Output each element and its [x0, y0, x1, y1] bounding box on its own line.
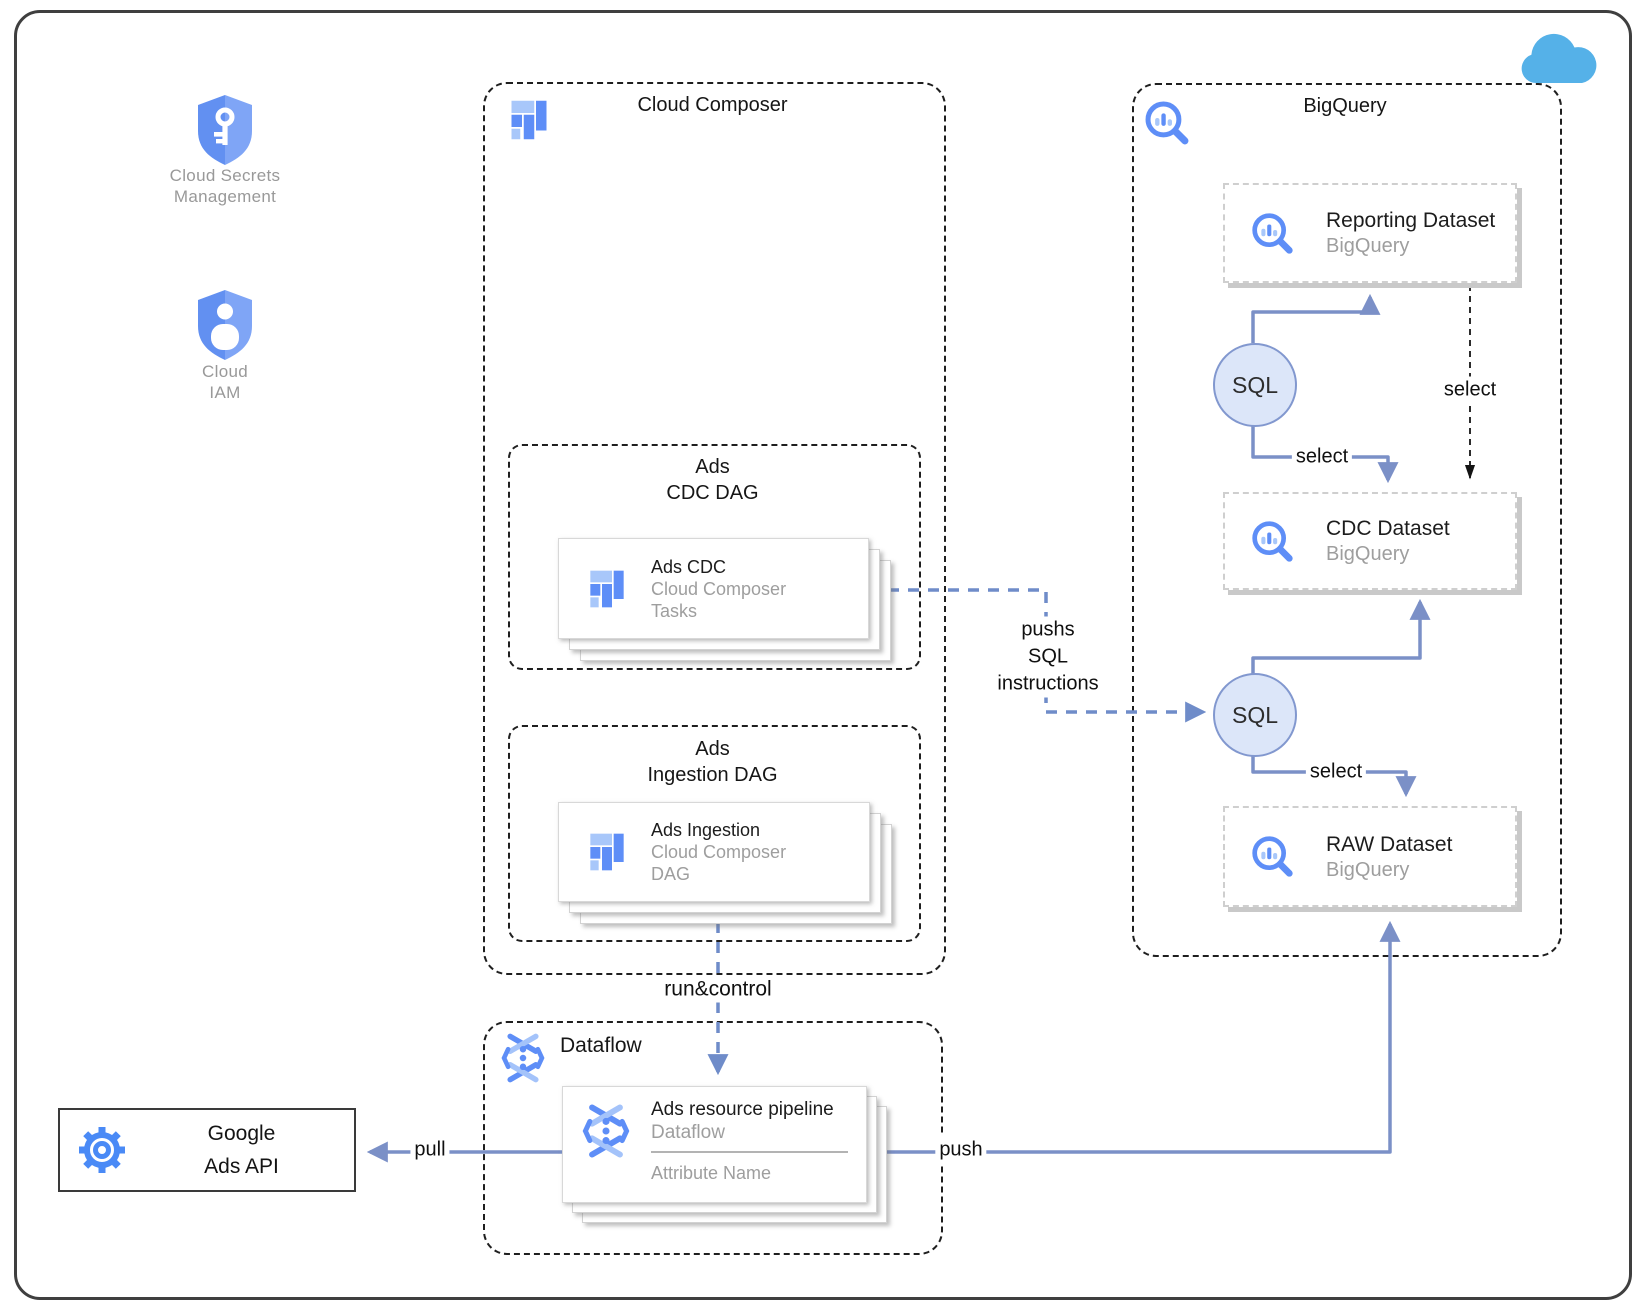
- ads-ingestion-dag-title: Ads Ingestion DAG: [647, 738, 778, 786]
- sql-node-top: SQL: [1213, 343, 1297, 427]
- bigquery-container: [1132, 83, 1562, 957]
- pipeline-card-title: Ads resource pipeline: [651, 1099, 834, 1120]
- ads-resource-pipeline-card: Ads resource pipeline Dataflow Attribute…: [562, 1086, 867, 1203]
- edge-label-pull: pull: [410, 1136, 450, 1164]
- ads-ingestion-dag-container: [508, 725, 921, 942]
- edge-label-push: push: [935, 1136, 987, 1164]
- ads-cdc-card-sub1: Cloud Composer: [651, 578, 787, 599]
- ads-cdc-card-title: Ads CDC: [651, 556, 727, 577]
- bigquery-title: BigQuery: [1303, 95, 1387, 117]
- cdc-dataset-sub: BigQuery: [1326, 543, 1410, 565]
- cdc-dataset-title: CDC Dataset: [1326, 517, 1450, 540]
- reporting-dataset-title: Reporting Dataset: [1326, 209, 1496, 232]
- cloud-composer-icon: [511, 100, 547, 140]
- google-ads-api-box: Google Ads API: [58, 1108, 356, 1192]
- raw-dataset-title: RAW Dataset: [1326, 832, 1453, 856]
- cloud-composer-icon: [590, 570, 624, 607]
- ads-ingestion-card: Ads Ingestion Cloud Composer DAG: [558, 802, 870, 902]
- ads-cdc-card: Ads CDC Cloud Composer Tasks: [558, 538, 869, 639]
- ads-cdc-dag-title: Ads CDC DAG: [666, 456, 759, 504]
- cloud-icon: [1521, 33, 1597, 83]
- cloud-composer-icon: [590, 833, 624, 871]
- pipeline-card-attribute: Attribute Name: [651, 1163, 772, 1183]
- cloud-secrets-label: Cloud Secrets Management: [169, 166, 281, 206]
- edge-label-run-control: run&control: [660, 975, 776, 1003]
- cloud-secrets-icon: [198, 95, 252, 165]
- cdc-dataset-card: CDC Dataset BigQuery: [1223, 492, 1517, 590]
- edge-label-pushs-sql: pushs SQL instructions: [993, 616, 1103, 698]
- cloud-iam-label: Cloud IAM: [202, 362, 248, 402]
- dataflow-icon: [501, 1033, 545, 1083]
- reporting-dataset-sub: BigQuery: [1326, 235, 1410, 257]
- edge-sql-top-to-reporting: [1251, 293, 1381, 343]
- diagram-frame: [14, 10, 1632, 1300]
- edge-label-select-bottom: select: [1305, 758, 1367, 786]
- cloud-composer-container: [483, 82, 946, 975]
- bigquery-icon: [1252, 520, 1293, 562]
- cloud-iam-icon: [198, 290, 252, 360]
- ads-cdc-card-sub2: Tasks: [651, 600, 698, 621]
- raw-dataset-card: RAW Dataset BigQuery: [1223, 806, 1517, 907]
- reporting-dataset-card: Reporting Dataset BigQuery: [1223, 183, 1517, 283]
- gear-icon: [79, 1127, 125, 1173]
- bigquery-icon: [1252, 836, 1293, 877]
- google-ads-api-label: Google Ads API: [204, 1122, 279, 1178]
- bigquery-icon: [1145, 101, 1189, 145]
- ads-ingestion-card-sub1: Cloud Composer: [651, 842, 787, 862]
- ads-cdc-dag-container: [508, 444, 921, 670]
- raw-dataset-sub: BigQuery: [1326, 858, 1410, 881]
- edge-label-select-top: select: [1291, 443, 1353, 471]
- bigquery-icon: [1252, 212, 1293, 254]
- edge-label-select-dashed: select: [1439, 376, 1501, 404]
- edge-sql-bottom-to-cdc: [1251, 598, 1431, 675]
- edge-pipeline-to-raw-push: [870, 920, 1401, 1154]
- dataflow-title: Dataflow: [560, 1034, 642, 1057]
- sql-node-bottom: SQL: [1213, 673, 1297, 757]
- ads-ingestion-card-sub2: DAG: [651, 864, 691, 884]
- cloud-composer-title: Cloud Composer: [637, 94, 788, 116]
- dataflow-icon: [582, 1104, 630, 1158]
- pipeline-card-sub: Dataflow: [651, 1122, 725, 1143]
- ads-ingestion-card-title: Ads Ingestion: [651, 820, 761, 840]
- pipeline-card-divider: [651, 1151, 848, 1153]
